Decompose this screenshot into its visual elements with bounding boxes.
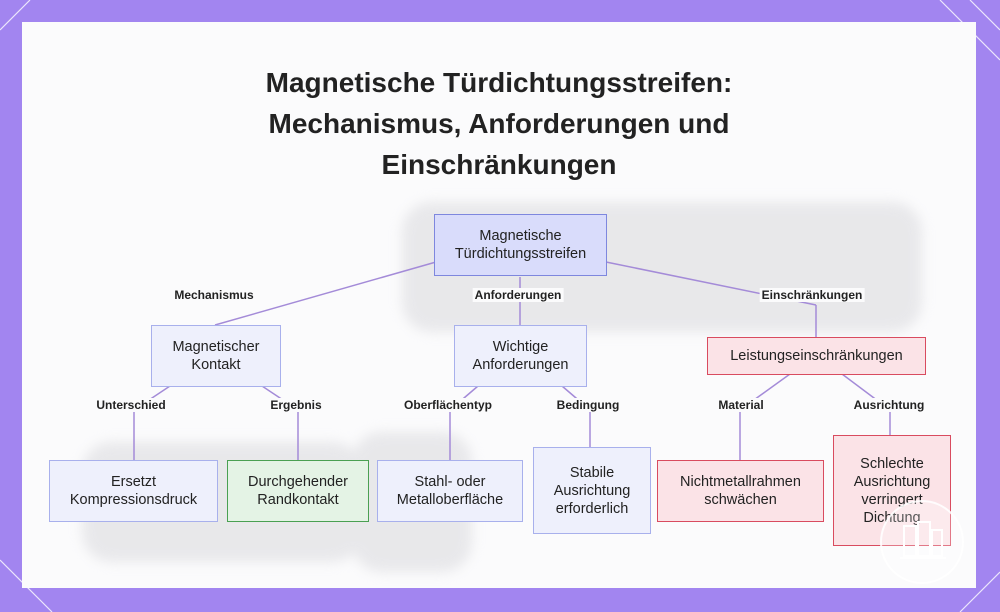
edge-label-mechanismus: Mechanismus xyxy=(172,288,256,302)
diagram-title: Magnetische Türdichtungsstreifen: Mechan… xyxy=(22,62,976,185)
node-label: Stabile Ausrichtung erforderlich xyxy=(553,464,631,517)
edge-label-material: Material xyxy=(716,398,766,412)
node-label: Leistungseinschränkungen xyxy=(730,348,903,364)
edge-label-ausrichtung: Ausrichtung xyxy=(851,398,927,412)
node-magnetischer-kontakt: Magnetischer Kontakt xyxy=(151,325,281,387)
node-ersetzt-kompressionsdruck: Ersetzt Kompressionsdruck xyxy=(49,460,218,522)
node-stahl-oder-metalloberflaeche: Stahl- oder Metalloberfläche xyxy=(377,460,523,522)
node-label: Magnetische Türdichtungsstreifen xyxy=(454,228,587,262)
node-nichtmetallrahmen: Nichtmetallrahmen schwächen xyxy=(657,460,824,522)
node-label: Durchgehender Randkontakt xyxy=(248,474,348,508)
watermark-logo xyxy=(880,500,964,584)
title-line: Mechanismus, Anforderungen und xyxy=(268,108,730,139)
edge-label-anforderungen: Anforderungen xyxy=(472,288,564,302)
watermark-logo-icon xyxy=(900,521,946,559)
edge-label-einschraenkungen: Einschränkungen xyxy=(759,288,865,302)
node-leistungseinschraenkungen: Leistungseinschränkungen xyxy=(707,337,926,375)
node-label: Nichtmetallrahmen schwächen xyxy=(680,474,801,508)
title-line: Magnetische Türdichtungsstreifen: xyxy=(265,67,733,98)
edge-label-ergebnis: Ergebnis xyxy=(268,398,324,412)
node-label: Ersetzt Kompressionsdruck xyxy=(69,474,198,508)
node-durchgehender-randkontakt: Durchgehender Randkontakt xyxy=(227,460,369,522)
node-wichtige-anforderungen: Wichtige Anforderungen xyxy=(454,325,587,387)
node-stabile-ausrichtung: Stabile Ausrichtung erforderlich xyxy=(533,447,651,534)
node-label: Magnetischer Kontakt xyxy=(172,339,260,373)
edge-label-oberflaechentyp: Oberflächentyp xyxy=(401,398,495,412)
edge-label-bedingung: Bedingung xyxy=(554,398,622,412)
node-label: Wichtige Anforderungen xyxy=(472,339,569,373)
title-line: Einschränkungen xyxy=(381,149,617,180)
edge-label-unterschied: Unterschied xyxy=(94,398,168,412)
node-root: Magnetische Türdichtungsstreifen xyxy=(434,214,607,276)
node-label: Stahl- oder Metalloberfläche xyxy=(396,474,504,508)
